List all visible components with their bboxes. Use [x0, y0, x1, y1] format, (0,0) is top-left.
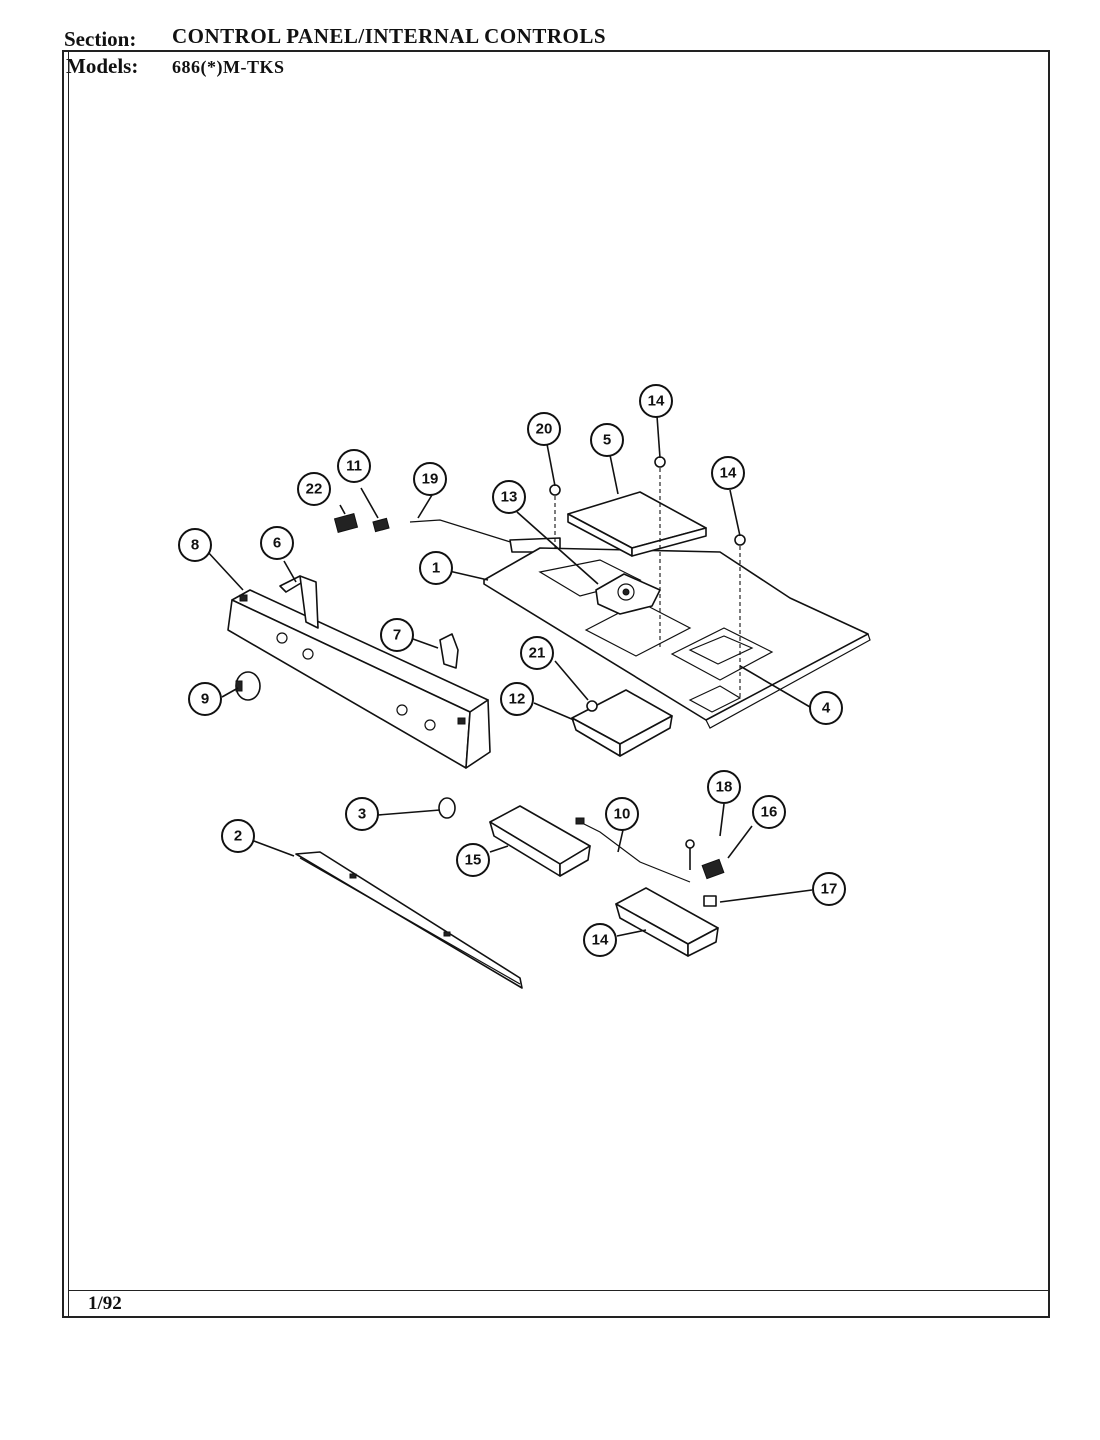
svg-text:12: 12 [509, 691, 526, 708]
callout-14-b: 14 [711, 456, 745, 490]
part-1-internal-plate [483, 547, 871, 729]
callout-5: 5 [590, 423, 624, 457]
callout-3: 3 [345, 797, 379, 831]
diagram-frame [62, 50, 1050, 1318]
frame-inner-rule [68, 50, 69, 1318]
svg-text:8: 8 [191, 537, 199, 554]
svg-text:3: 3 [358, 806, 366, 823]
svg-text:14: 14 [648, 393, 665, 410]
part-5-cover [567, 491, 707, 557]
callout-12: 12 [500, 682, 534, 716]
callout-15: 14 [583, 923, 617, 957]
callout-2: 2 [221, 819, 255, 853]
callout-17: 16 [752, 795, 786, 829]
part-19-screw [685, 839, 695, 870]
svg-text:13: 13 [501, 489, 518, 506]
part-18-clip [703, 895, 717, 907]
part-9-knob [235, 671, 261, 701]
part-4-plate [688, 635, 754, 665]
part-23-spring [333, 513, 359, 533]
part-14-screw-b [734, 534, 746, 546]
svg-text:14: 14 [720, 465, 737, 482]
footer-rule [68, 1290, 1050, 1291]
callout-22: 21 [520, 636, 554, 670]
models-label: Models: [66, 54, 139, 78]
models-value: 686(*)M-TKS [172, 57, 285, 77]
svg-text:20: 20 [536, 421, 553, 438]
section-label: Section: [64, 27, 137, 51]
part-21-screw [549, 484, 561, 496]
part-12-bracket [571, 689, 673, 757]
svg-text:19: 19 [422, 471, 439, 488]
svg-text:22: 22 [306, 481, 323, 498]
part-16-channel [489, 805, 591, 877]
svg-text:15: 15 [465, 852, 482, 869]
revision-date: 1/92 [88, 1293, 122, 1314]
part-11-spring [372, 517, 390, 533]
part-14-screw-a [654, 456, 666, 468]
part-10-wire [575, 817, 691, 883]
callout-13: 13 [492, 480, 526, 514]
callout-20: 19 [413, 462, 447, 496]
callout-18: 17 [812, 872, 846, 906]
svg-text:9: 9 [201, 691, 209, 708]
callout-9: 9 [188, 682, 222, 716]
svg-text:1: 1 [432, 560, 440, 577]
svg-text:7: 7 [393, 627, 401, 644]
part-8-control-panel [227, 589, 491, 769]
svg-text:17: 17 [821, 881, 838, 898]
part-6-bracket [279, 575, 319, 629]
part-3-clip [438, 797, 456, 819]
callout-1: 1 [419, 551, 453, 585]
callout-23: 22 [297, 472, 331, 506]
svg-text:16: 16 [761, 804, 778, 821]
part-2-rail [295, 851, 523, 989]
svg-text:6: 6 [273, 535, 281, 552]
svg-text:5: 5 [603, 432, 611, 449]
callout-14-a: 14 [639, 384, 673, 418]
callout-7: 7 [380, 618, 414, 652]
callout-21: 20 [527, 412, 561, 446]
callout-8: 8 [178, 528, 212, 562]
svg-text:18: 18 [716, 779, 733, 796]
svg-text:11: 11 [346, 458, 362, 475]
part-7-clip [439, 633, 459, 669]
svg-text:21: 21 [529, 645, 546, 662]
svg-text:14: 14 [592, 932, 609, 949]
part-20-rod [409, 519, 561, 553]
callout-16: 15 [456, 843, 490, 877]
callout-11: 11 [337, 449, 371, 483]
part-17-coil [701, 858, 725, 880]
svg-text:10: 10 [614, 806, 631, 823]
part-15-channel [615, 887, 719, 957]
svg-text:4: 4 [822, 700, 831, 717]
part-22-screw [586, 700, 598, 712]
svg-text:2: 2 [234, 828, 242, 845]
part-13-switch [595, 573, 661, 615]
callout-10: 10 [605, 797, 639, 831]
callout-6: 6 [260, 526, 294, 560]
callout-4: 4 [809, 691, 843, 725]
section-title: CONTROL PANEL/INTERNAL CONTROLS [172, 24, 607, 48]
callout-19: 18 [707, 770, 741, 804]
